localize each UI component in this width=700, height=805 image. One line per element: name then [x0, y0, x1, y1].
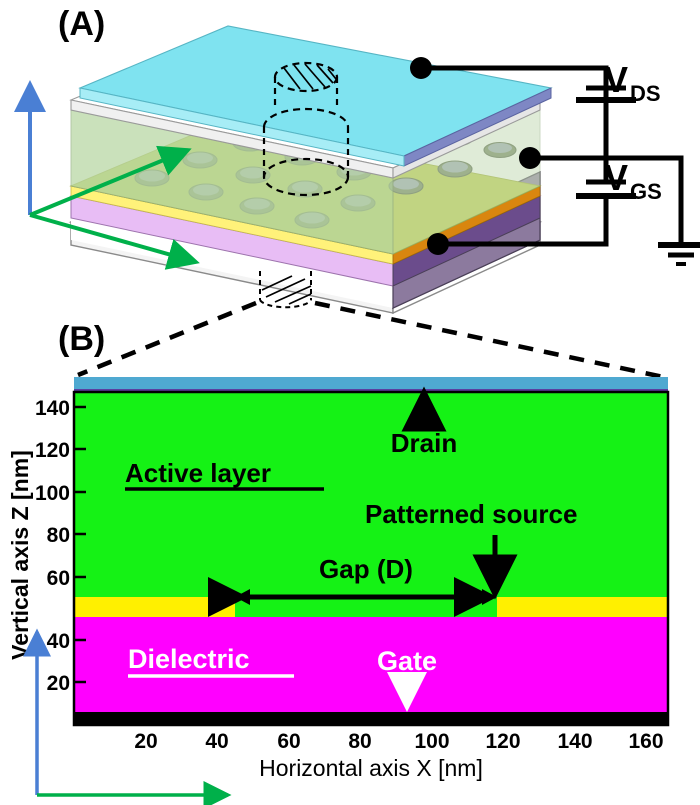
drain-annotation-text: Drain: [391, 428, 457, 458]
active-layer-annotation-group: Active layer: [125, 458, 324, 491]
vgs-battery-symbol: [576, 158, 636, 244]
panel-b: (B): [7, 320, 670, 805]
x-tick-marks: [144, 713, 648, 725]
gap-region-rect: [235, 597, 497, 617]
x-axis-title: Horizontal axis X [nm]: [259, 755, 483, 781]
x-tick-label: 160: [628, 730, 663, 753]
panel-b-plot: 140 120 100 80 60 40 20 20 4: [7, 377, 670, 781]
axis-y-arrow-3d: [29, 145, 192, 217]
gap-annotation-group: Gap (D): [208, 554, 497, 617]
vds-subscript: DS: [630, 81, 661, 106]
plot-frame: [72, 390, 670, 727]
drain-layer-rect: [74, 377, 668, 390]
y-tick-label: 60: [47, 567, 70, 590]
x-tick-label: 120: [485, 730, 520, 753]
panel-a-label: (A): [58, 5, 105, 43]
x-tick-label: 80: [348, 730, 371, 753]
x-tick-labels: 20 40 60 80 100 120 140 160: [134, 730, 663, 753]
ground-symbol: [658, 242, 700, 266]
x-tick-label: 140: [557, 730, 592, 753]
nanohole-cutaway-indicator: [262, 61, 350, 197]
vgs-subscript: GS: [630, 179, 662, 204]
gate-annotation-text: Gate: [377, 646, 437, 676]
y-tick-label: 120: [35, 439, 70, 462]
vds-label: V DS: [604, 59, 661, 106]
y-axis-title: Vertical axis Z [nm]: [7, 450, 33, 660]
gap-annotation-text: Gap (D): [319, 554, 413, 584]
active-layer-annotation-text: Active layer: [125, 458, 271, 488]
y-tick-labels: 140 120 100 80 60 40 20: [35, 397, 70, 695]
vgs-symbol: V: [604, 157, 628, 198]
y-tick-label: 20: [47, 672, 70, 695]
vgs-label: V GS: [604, 157, 662, 204]
dielectric-annotation-text: Dielectric: [128, 644, 250, 674]
y-tick-label: 140: [35, 397, 70, 420]
gate-rect: [74, 712, 668, 725]
drain-annotation-group: Drain: [391, 386, 457, 458]
patterned-source-annotation-group: Patterned source: [365, 499, 577, 600]
y-tick-marks: [74, 405, 86, 684]
zoom-connector: [77, 271, 669, 381]
patterned-source-left-rect: [74, 597, 235, 617]
y-tick-label: 100: [35, 482, 70, 505]
vds-symbol: V: [604, 59, 628, 100]
x-tick-label: 60: [277, 730, 300, 753]
y-tick-label: 80: [47, 524, 70, 547]
drain-interface-line: [74, 389, 668, 392]
panel-a: (A): [14, 5, 700, 315]
connector-left: [77, 300, 257, 378]
active-layer-rect: [74, 392, 668, 597]
dielectric-rect: [74, 617, 668, 712]
panel-a-axes-indicator: [14, 80, 200, 270]
connector-right: [314, 300, 669, 381]
x-tick-label: 40: [205, 730, 228, 753]
x-tick-label: 100: [414, 730, 449, 753]
dielectric-annotation-group: Dielectric: [128, 644, 294, 678]
patterned-source-annotation-text: Patterned source: [365, 499, 577, 529]
x-tick-label: 20: [134, 730, 157, 753]
circuit-wiring: [410, 57, 700, 266]
panel-b-axes-indicator: [23, 628, 232, 805]
panel-b-label: (B): [58, 320, 105, 358]
patterned-source-right-rect: [497, 597, 668, 617]
vds-battery-symbol: [576, 85, 636, 158]
axis-x-arrow-3d: [29, 213, 200, 270]
y-tick-label: 40: [47, 630, 70, 653]
gate-annotation-group: Gate: [377, 646, 437, 712]
